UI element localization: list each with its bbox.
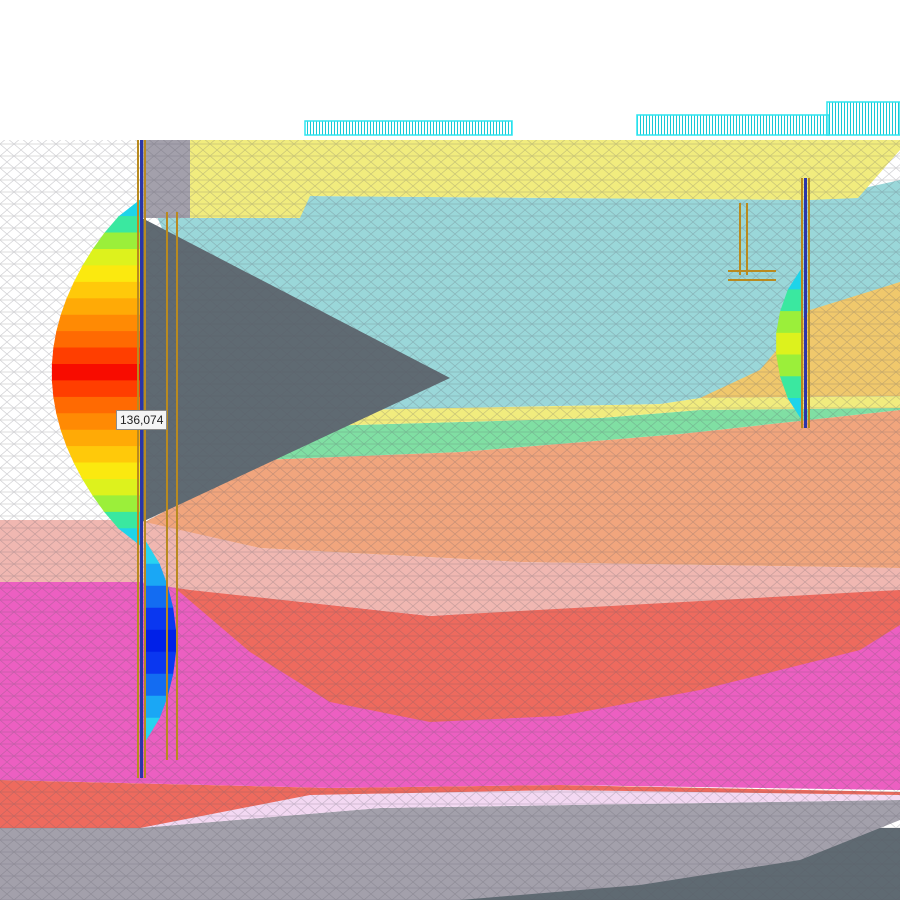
moment-positive-band	[73, 265, 141, 283]
right-wall-gold-outer	[801, 178, 803, 428]
surface-load-middle	[636, 114, 830, 136]
moment-positive-band	[53, 331, 141, 349]
moment-positive-band	[60, 298, 141, 316]
strut-post-1	[739, 203, 741, 275]
moment-positive-band	[56, 314, 141, 332]
moment-positive-band	[66, 446, 141, 464]
bending-moment-diagram-right	[776, 266, 803, 422]
moment-positive-band	[51, 347, 141, 365]
moment-right-band	[776, 311, 803, 334]
anchor-rod-1	[166, 212, 168, 760]
moment-positive-band	[73, 462, 141, 480]
moment-negative-band	[145, 629, 176, 653]
moment-positive-band	[66, 281, 141, 299]
moment-right-band	[776, 332, 803, 356]
surface-load-right	[826, 101, 900, 136]
moment-negative-band	[145, 651, 176, 675]
anchor-rod-2	[176, 212, 178, 760]
moment-positive-band	[60, 429, 141, 447]
mesh-overlay	[0, 140, 900, 900]
strut-beam-bottom	[728, 279, 776, 281]
moment-right-band	[776, 354, 803, 377]
left-wall-gold-inner	[144, 140, 146, 778]
moment-positive-band	[51, 363, 141, 382]
left-wall-gold-outer	[137, 140, 139, 778]
moment-negative-band	[145, 607, 176, 631]
moment-positive-band	[51, 380, 141, 398]
moment-positive-band	[82, 478, 141, 497]
right-wall-gold-inner	[808, 178, 810, 428]
right-wall-blue	[804, 178, 807, 428]
strut-beam-top	[728, 270, 776, 272]
moment-value-label: 136,074	[116, 410, 168, 430]
left-wall-blue	[140, 140, 143, 778]
bending-moment-diagram-left	[51, 199, 176, 742]
strut-post-2	[746, 203, 748, 275]
moment-positive-band	[82, 248, 141, 267]
surface-load-left	[304, 120, 513, 136]
